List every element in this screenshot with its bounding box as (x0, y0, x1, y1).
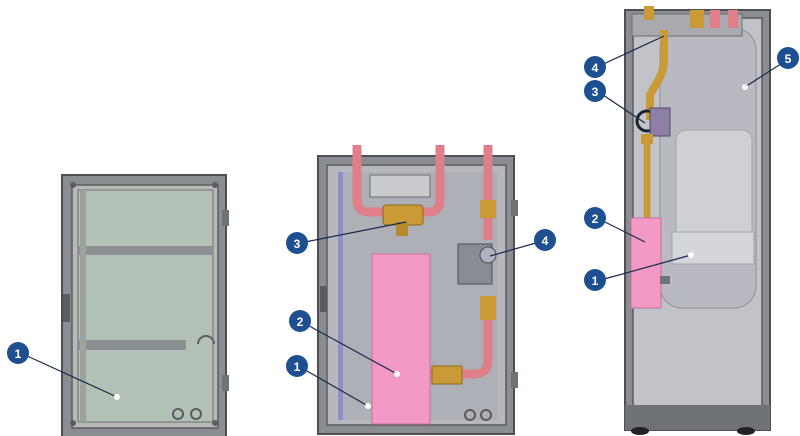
medium-cabinet-side-rail (338, 172, 343, 420)
callout-badge: 1 (7, 342, 29, 364)
badge-number: 3 (294, 237, 301, 251)
badge-number: 4 (592, 61, 599, 75)
medium-port-2 (480, 409, 492, 421)
callout-badge: 4 (584, 56, 606, 78)
small-cabinet-mounting-plate (77, 189, 214, 423)
badge-circle (584, 269, 606, 291)
badge-number: 1 (294, 360, 301, 374)
tall-valve-flange (641, 134, 653, 144)
tall-foot-right (737, 427, 755, 435)
callout-badge: 1 (584, 269, 606, 291)
medium-pump-head (479, 246, 497, 264)
small-cabinet-hinge-bottom (222, 375, 229, 391)
medium-hinge-bottom (511, 372, 518, 388)
target-dot (688, 252, 694, 258)
small-cabinet-port-1 (172, 408, 184, 420)
badge-number: 1 (15, 347, 22, 361)
small-cabinet-screw-tr (212, 182, 218, 188)
medium-hinge-top (511, 200, 518, 216)
badge-circle (534, 229, 556, 251)
target-dot (394, 371, 400, 377)
badge-number: 5 (785, 52, 792, 66)
badge-number: 3 (592, 85, 599, 99)
medium-pink-cylinder (371, 253, 431, 425)
leader-tall-1 (596, 254, 692, 282)
leader-tall-4 (596, 35, 665, 68)
small-cabinet-latch (63, 294, 70, 322)
target-dot (742, 84, 748, 90)
small-cabinet-side-strip (80, 190, 86, 422)
badge-number: 4 (542, 234, 549, 248)
medium-cabinet-control-box (369, 174, 431, 198)
medium-copper-pipe-left (352, 145, 385, 217)
tall-bottom-plate (625, 405, 770, 430)
callout-badge: 3 (584, 80, 606, 102)
badge-circle (584, 80, 606, 102)
small-cabinet-screw-tl (70, 182, 76, 188)
leader-lines (24, 35, 791, 407)
callout-badge: 2 (584, 207, 606, 229)
medium-port-1 (464, 409, 476, 421)
leader-medium-2 (301, 321, 398, 375)
small-cabinet-rail-top (78, 246, 213, 255)
leader-tall-3 (596, 90, 646, 124)
small-cabinet-screw-bl (70, 420, 76, 426)
target-dot (114, 394, 120, 400)
small-cabinet-cutout (197, 335, 215, 345)
medium-copper-pipe-middle (412, 145, 445, 217)
leader-medium-4 (489, 240, 544, 257)
leader-medium-1 (299, 366, 369, 407)
small-cabinet (61, 174, 229, 436)
tall-cabinet (624, 6, 771, 435)
small-cabinet-hinge-top (222, 210, 229, 226)
tall-gas-pipe (646, 30, 668, 120)
leader-small-1 (24, 354, 118, 398)
target-dot (365, 403, 371, 409)
callout-badge: 1 (286, 355, 308, 377)
small-cabinet-rail-middle (78, 340, 186, 350)
badge-circle (286, 232, 308, 254)
leader-medium-3 (299, 221, 407, 244)
medium-latch (320, 286, 327, 312)
medium-fitting-upper (480, 200, 496, 218)
small-cabinet-screw-br (212, 420, 218, 426)
callout-badge: 4 (534, 229, 556, 251)
badge-circle (777, 47, 799, 69)
medium-cabinet (317, 145, 518, 435)
medium-bottom-connector (431, 365, 463, 385)
callout-badge: 5 (777, 47, 799, 69)
tall-top-fitting-3 (710, 10, 720, 28)
tall-pink-heater (630, 217, 662, 309)
tall-top-fitting-2 (690, 10, 704, 28)
badge-number: 2 (592, 212, 599, 226)
small-cabinet-port-2 (190, 408, 202, 420)
badge-circle (286, 355, 308, 377)
medium-fitting-lower (480, 296, 496, 320)
tall-heater-outlet (660, 276, 670, 284)
medium-brass-valve-stem (396, 222, 408, 236)
badge-circle (584, 56, 606, 78)
tall-foot-left (631, 427, 649, 435)
callout-badge: 2 (289, 310, 311, 332)
tall-base-tray (671, 231, 755, 265)
tall-top-fitting-1 (644, 6, 654, 20)
badge-number: 1 (592, 274, 599, 288)
tall-top-fitting-4 (728, 10, 738, 28)
callout-badge: 3 (286, 232, 308, 254)
tall-valve-body (649, 107, 671, 137)
medium-copper-pipe-bottom (430, 320, 493, 379)
badge-circle (584, 207, 606, 229)
badge-number: 2 (297, 315, 304, 329)
badge-circle (7, 342, 29, 364)
badge-circle (289, 310, 311, 332)
